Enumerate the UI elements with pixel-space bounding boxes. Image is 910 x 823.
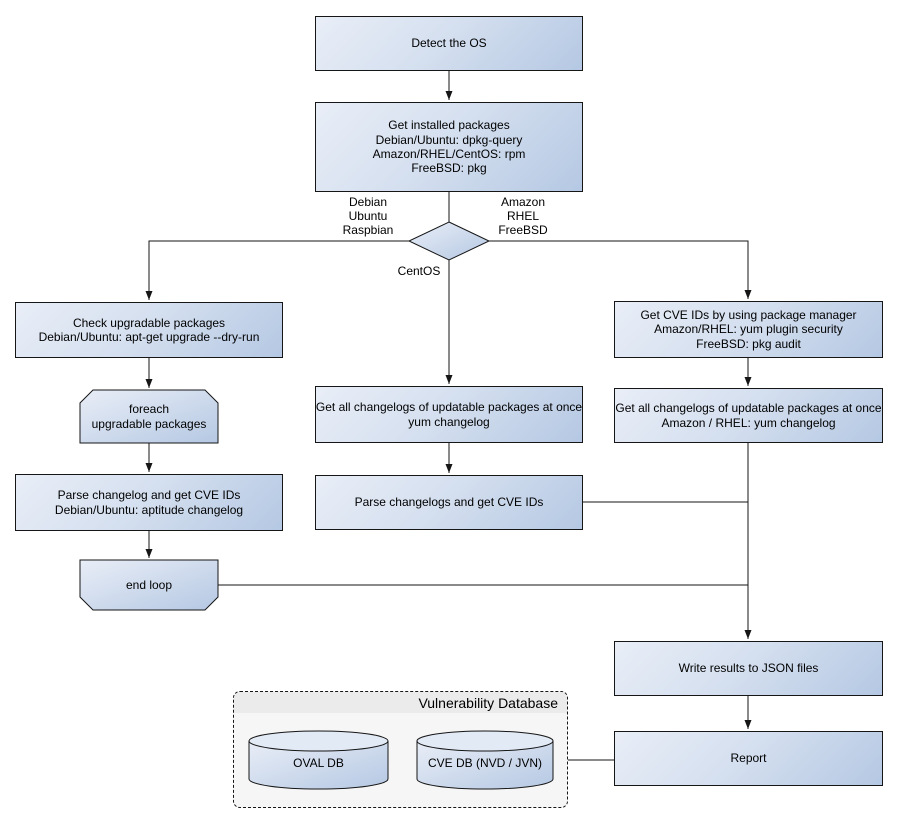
node-check-upgradable-packages: Check upgradable packages Debian/Ubuntu:… bbox=[15, 302, 283, 358]
end-loop-shape bbox=[79, 559, 219, 611]
node-text-line: Debian/Ubuntu: apt-get upgrade --dry-run bbox=[38, 330, 260, 344]
node-text-line: Get installed packages bbox=[388, 118, 510, 133]
node-text-line: Get CVE IDs by using package manager bbox=[640, 307, 857, 322]
oval-db-top bbox=[248, 730, 389, 752]
node-text-line: Parse changelogs and get CVE IDs bbox=[354, 495, 544, 510]
vulnerability-database-header: Vulnerability Database bbox=[234, 692, 567, 713]
node-get-changelogs-right: Get all changelogs of updatable packages… bbox=[614, 388, 883, 443]
node-text-line: Get all changelogs of updatable packages… bbox=[615, 401, 882, 416]
branch-label-amazon-rhel-freebsd: Amazon RHEL FreeBSD bbox=[473, 195, 573, 237]
branch-label-debian-ubuntu-raspbian: Debian Ubuntu Raspbian bbox=[318, 195, 418, 237]
node-text-line: Debian/Ubuntu: aptitude changelog bbox=[54, 502, 244, 517]
branch-text-line: Ubuntu bbox=[348, 209, 388, 223]
node-text-line: Report bbox=[730, 751, 767, 766]
node-text-line: Detect the OS bbox=[411, 36, 487, 51]
branch-label-centos: CentOS bbox=[379, 264, 459, 278]
branch-text-line: Amazon bbox=[500, 195, 546, 209]
cve-db-top bbox=[416, 730, 554, 752]
node-text-line: Amazon/RHEL/CentOS: rpm bbox=[372, 147, 526, 161]
node-get-cve-ids-right: Get CVE IDs by using package manager Ama… bbox=[614, 301, 883, 358]
node-parse-changelog-left: Parse changelog and get CVE IDs Debian/U… bbox=[15, 474, 283, 531]
node-text-line: Get all changelogs of updatable packages… bbox=[315, 400, 583, 415]
node-text-line: Debian/Ubuntu: dpkg-query bbox=[375, 132, 523, 147]
branch-text-line: Debian bbox=[348, 195, 388, 209]
node-text-line: yum changelog bbox=[408, 414, 490, 429]
decision-diamond bbox=[407, 221, 491, 261]
node-text-line: FreeBSD: pkg audit bbox=[696, 336, 801, 351]
node-report: Report bbox=[614, 731, 883, 786]
branch-text-line: FreeBSD bbox=[498, 223, 548, 237]
cve-db-body bbox=[416, 740, 554, 790]
edge-decision-to-right-cve-ids bbox=[489, 240, 752, 299]
node-text-line: Check upgradable packages bbox=[72, 315, 226, 330]
branch-text-line: RHEL bbox=[506, 209, 539, 223]
oval-db-cylinder bbox=[248, 730, 389, 790]
node-text-line: Amazon/RHEL: yum plugin security bbox=[654, 322, 843, 337]
node-text-line: FreeBSD: pkg bbox=[411, 161, 487, 176]
node-detect-os: Detect the OS bbox=[315, 16, 583, 71]
branch-text-line: Raspbian bbox=[342, 223, 394, 237]
edge-decision-to-check-upgradable bbox=[145, 240, 409, 300]
foreach-loop-shape bbox=[79, 389, 219, 444]
node-write-results-json: Write results to JSON files bbox=[614, 641, 883, 696]
oval-db-body bbox=[248, 740, 389, 790]
node-text-line: Parse changelog and get CVE IDs bbox=[57, 488, 241, 503]
node-text-line: Write results to JSON files bbox=[678, 661, 819, 676]
node-parse-changelogs-centos: Parse changelogs and get CVE IDs bbox=[315, 475, 583, 530]
node-get-installed-packages: Get installed packages Debian/Ubuntu: dp… bbox=[315, 102, 583, 192]
branch-text-line: CentOS bbox=[397, 264, 441, 278]
vulnerability-database-title: Vulnerability Database bbox=[418, 694, 558, 711]
node-get-changelogs-centos: Get all changelogs of updatable packages… bbox=[315, 386, 583, 443]
node-text-line: Amazon / RHEL: yum changelog bbox=[661, 415, 836, 430]
cve-db-cylinder bbox=[416, 730, 554, 790]
